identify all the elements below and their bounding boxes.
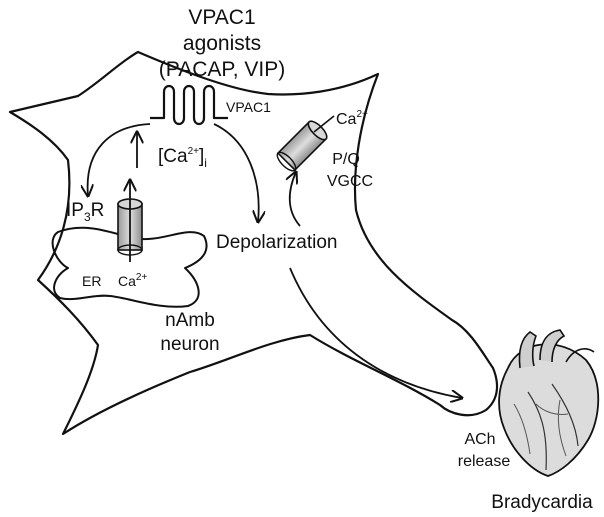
ca-er-label: Ca2+ [118,272,147,289]
neuron-label-line2: neuron [160,334,219,355]
receptor-label: VPAC1 [226,99,271,115]
outcome-label: Bradycardia [491,492,593,513]
vgcc-label-line1: P/Q [332,151,360,168]
vgcc-label-line2: VGCC [327,173,373,190]
agonist-word: agonists [183,32,261,55]
er-organelle [51,226,208,308]
neuron-outline [8,50,499,436]
heart-icon [498,329,600,477]
ca-intracellular-label: [Ca2+]i [158,146,207,170]
arrow-receptor-to-depolarization [213,123,259,222]
agonist-title: VPAC1 [188,6,255,29]
ip3r-label: IP3R [66,200,104,224]
depolarization-label: Depolarization [216,232,337,253]
arrow-receptor-to-ip3r [88,123,151,196]
neuron-label-line1: nAmb [165,310,215,331]
ach-label-line1: ACh [464,431,495,448]
arrow-ca-into-vgcc [313,115,335,133]
vpac1-receptor-icon [150,84,228,126]
agonist-examples: (PACAP, VIP) [159,58,285,81]
arrow-depolarization-to-vgcc [290,172,301,227]
ca-vgcc-label: Ca2+ [336,109,368,128]
arrow-to-ach-release [289,267,462,398]
er-label: ER [82,273,101,289]
vgcc-channel-icon [276,120,328,172]
ach-label-line2: release [458,453,511,470]
